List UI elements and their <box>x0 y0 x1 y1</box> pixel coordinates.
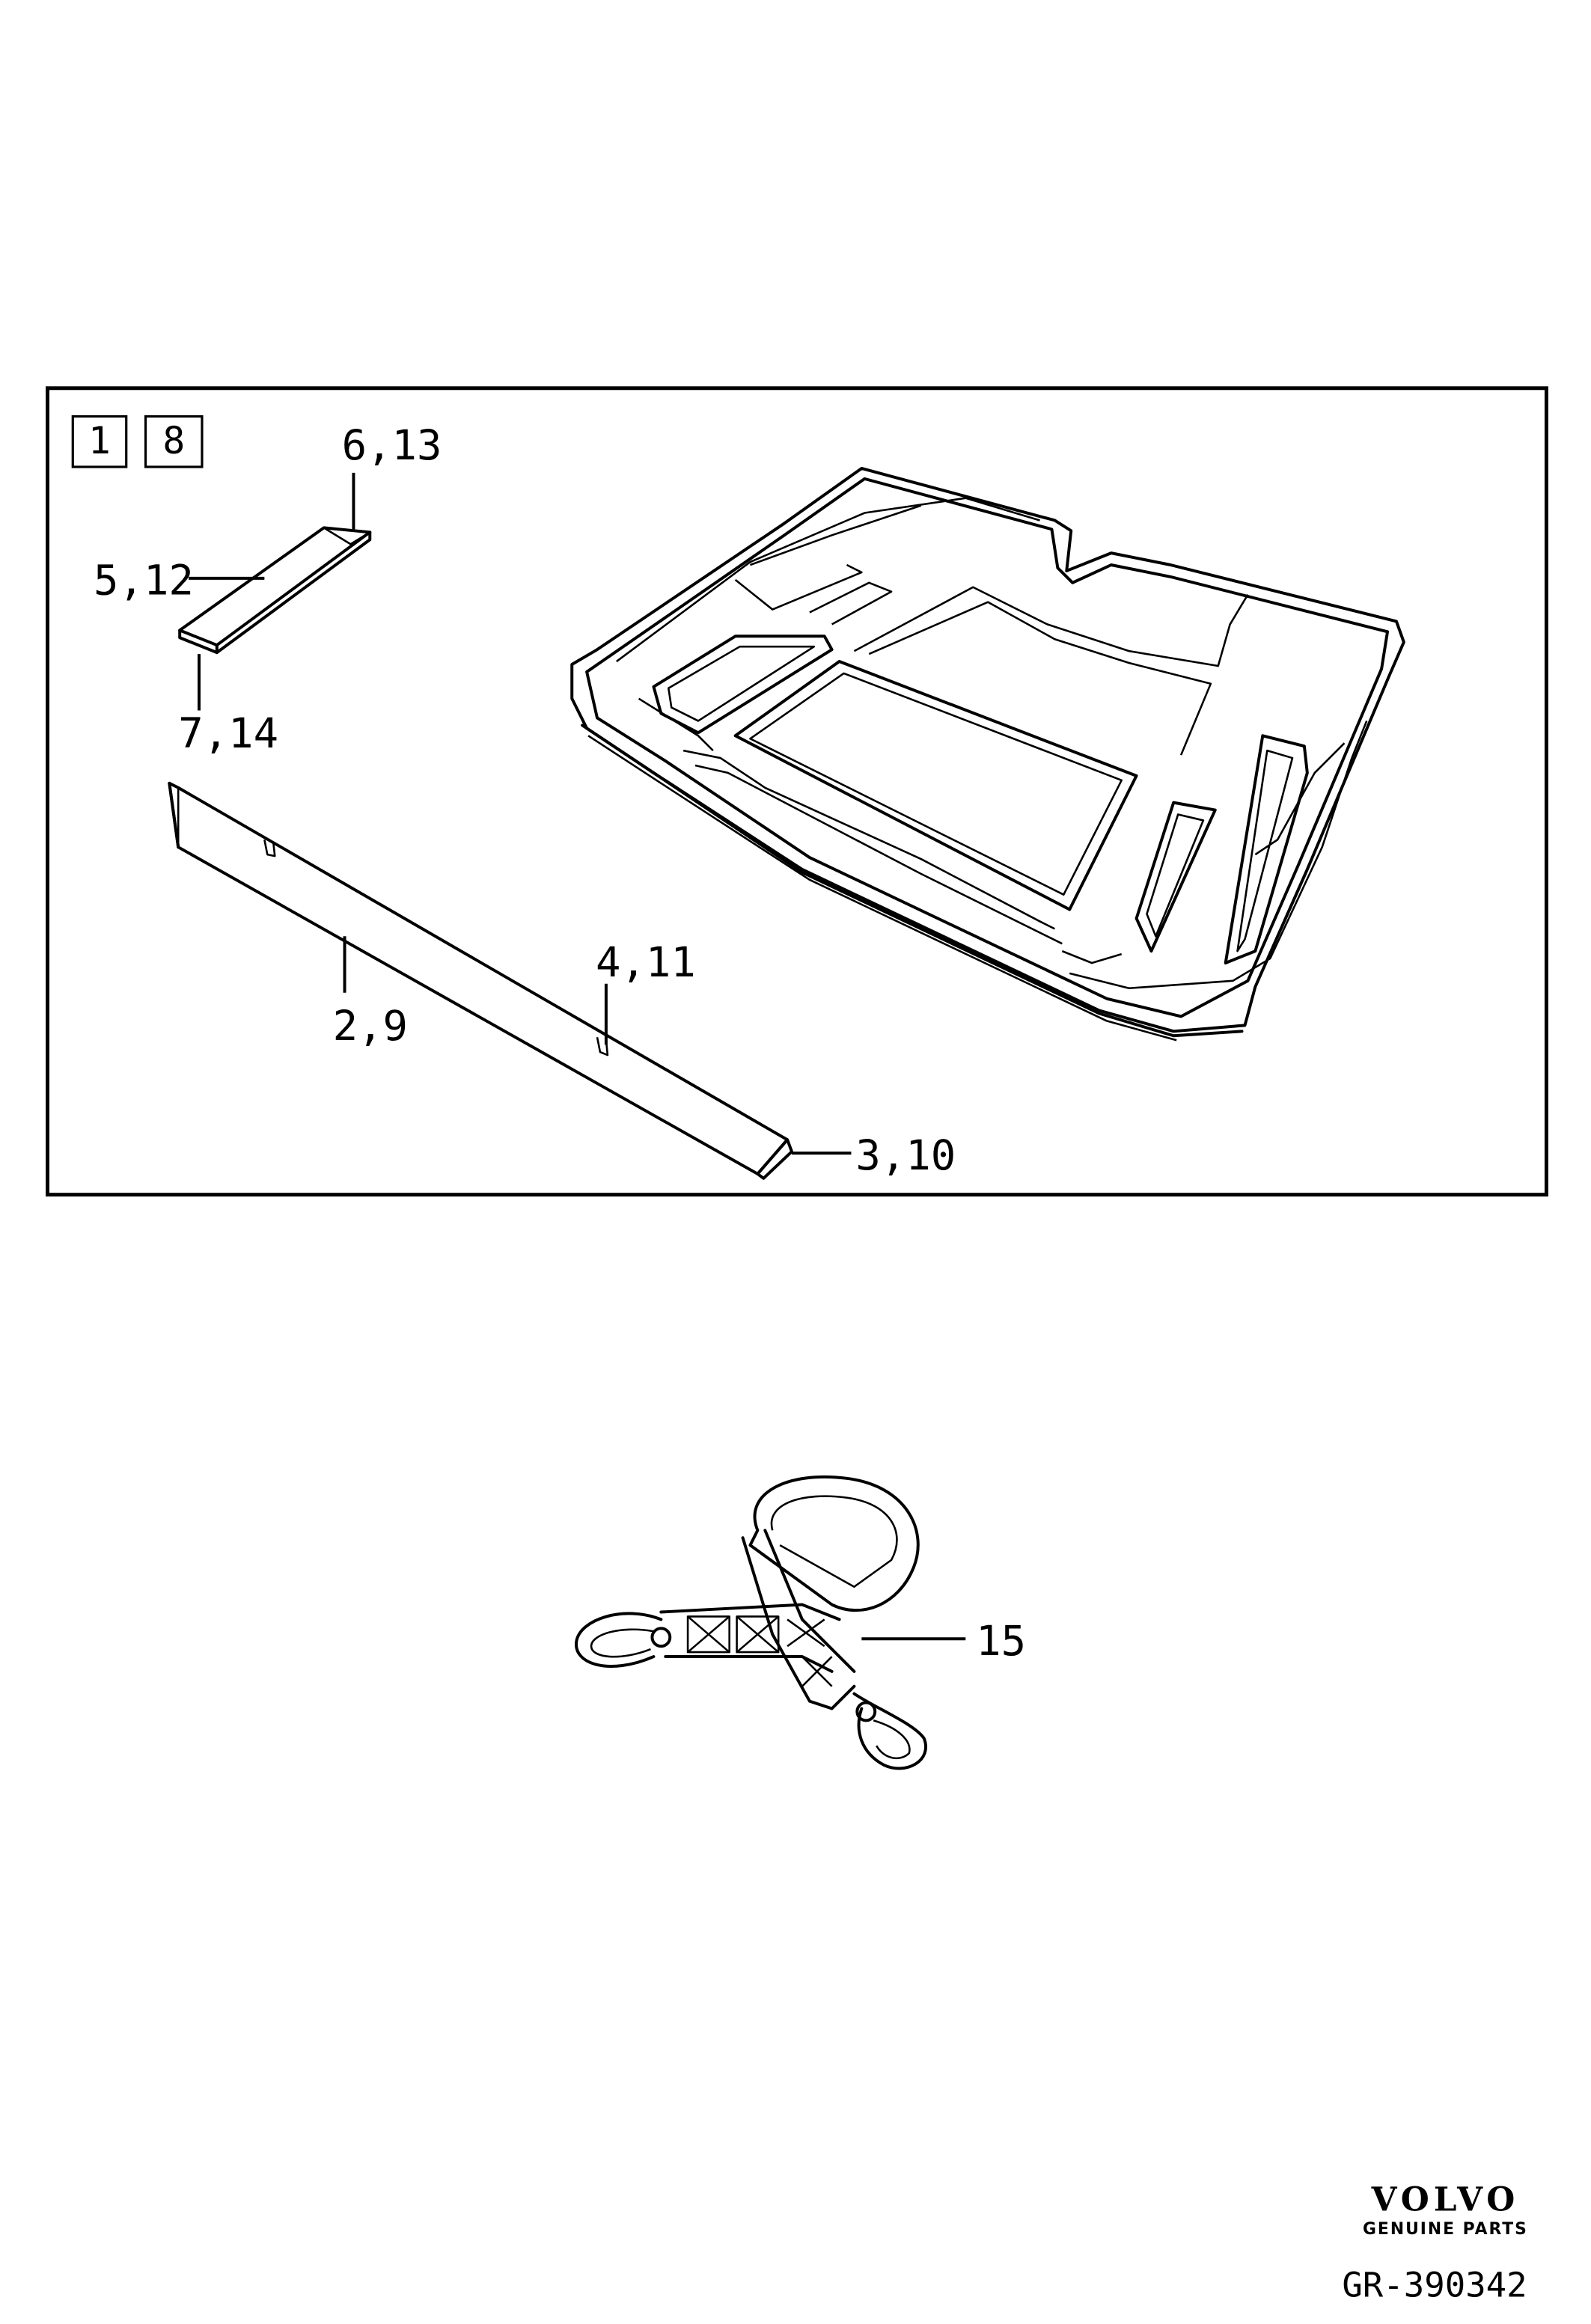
badge-8: 8 <box>144 415 204 468</box>
badge-1: 1 <box>71 415 128 468</box>
callout-5-12: 5,12 <box>94 557 194 605</box>
drawing-code: GR-390342 <box>1342 2266 1527 2305</box>
strap-drawing <box>575 1475 927 1770</box>
small-rail-drawing <box>178 526 372 655</box>
callout-4-11: 4,11 <box>596 938 696 987</box>
badge-1-text: 1 <box>88 419 111 462</box>
callout-3-10: 3,10 <box>855 1131 956 1180</box>
brand-logo: VOLVO <box>1371 2180 1520 2218</box>
callout-15: 15 <box>976 1617 1026 1666</box>
upper-group-frame <box>46 386 1548 1197</box>
callout-2-9: 2,9 <box>333 1002 408 1051</box>
callout-7-14: 7,14 <box>178 709 278 758</box>
badge-8-text: 8 <box>162 419 185 462</box>
callout-6-13: 6,13 <box>342 421 442 470</box>
cargo-tray-drawing <box>570 466 1405 1042</box>
brand-tagline: GENUINE PARTS <box>1363 2220 1528 2239</box>
divider-strip-drawing <box>168 781 794 1180</box>
